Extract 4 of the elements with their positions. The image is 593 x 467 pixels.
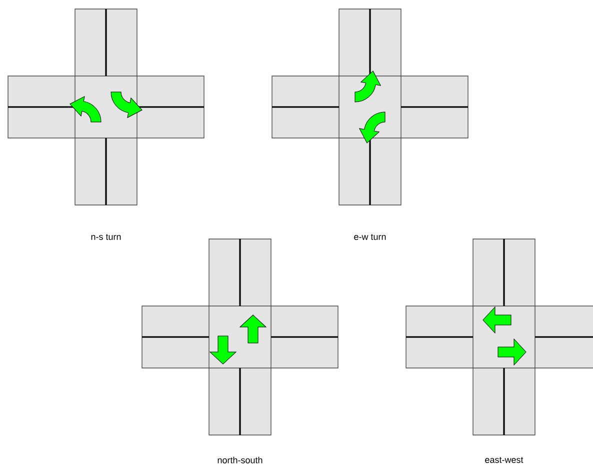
caption: n-s turn <box>91 234 121 240</box>
caption: e-w turn <box>354 234 386 240</box>
caption: north-south <box>218 456 262 464</box>
caption: east-west <box>485 457 524 463</box>
